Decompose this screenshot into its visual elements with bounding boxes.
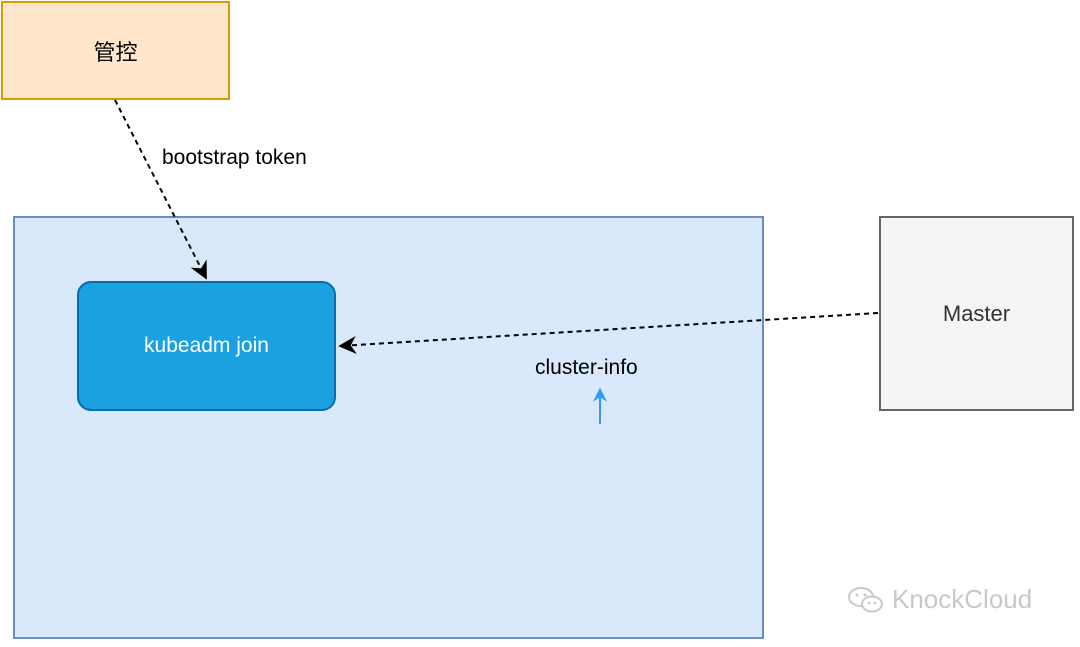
kubeadm-join-label: kubeadm join xyxy=(144,334,269,357)
control-label: 管控 xyxy=(93,39,138,65)
watermark-text: KnockCloud xyxy=(892,584,1033,614)
master-to-join-arrow xyxy=(338,312,879,354)
bootstrap-token-label: bootstrap token xyxy=(162,146,307,169)
watermark: KnockCloud xyxy=(846,584,1032,615)
cluster-info-label: cluster-info xyxy=(535,356,638,379)
master-box: Master xyxy=(879,216,1074,411)
token-arrow xyxy=(114,99,207,280)
master-label: Master xyxy=(942,300,1011,326)
control-box: 管控 xyxy=(1,1,230,100)
wechat-icon xyxy=(848,586,883,612)
kubeadm-join-box: kubeadm join xyxy=(77,281,336,411)
node-region xyxy=(13,216,764,639)
